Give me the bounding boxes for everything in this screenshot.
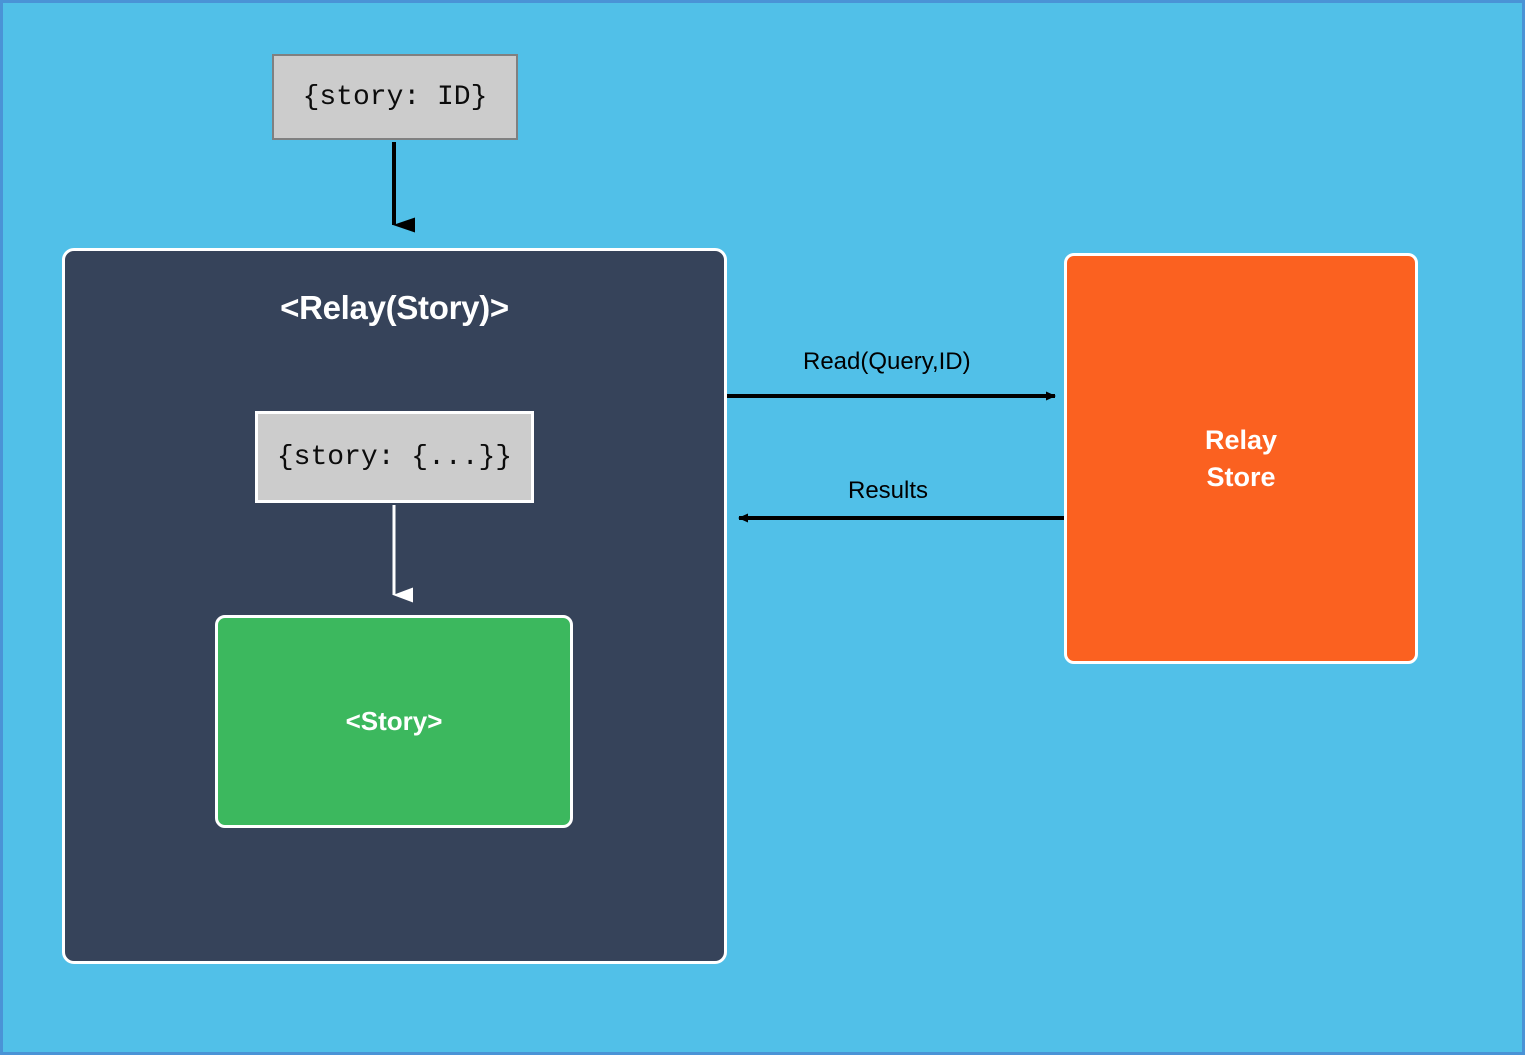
props-inner-label: {story: {...}} xyxy=(276,441,513,473)
edge-label-results: Results xyxy=(848,477,929,504)
edge-label-read-query-id: Read(Query,ID) xyxy=(803,348,971,375)
props-in-box: {story: ID} xyxy=(272,54,518,140)
relay-store-label-line1: Relay xyxy=(1204,425,1278,456)
relay-store-label-line2: Store xyxy=(1206,461,1276,492)
props-in-label: {story: ID} xyxy=(302,81,488,113)
relay-story-title: <Relay(Story)> xyxy=(280,289,509,326)
relay-story-container: <Relay(Story)> xyxy=(62,248,727,964)
story-component-box: <Story> xyxy=(215,615,573,828)
props-inner-box: {story: {...}} xyxy=(255,411,534,503)
story-component-label: <Story> xyxy=(345,706,443,736)
